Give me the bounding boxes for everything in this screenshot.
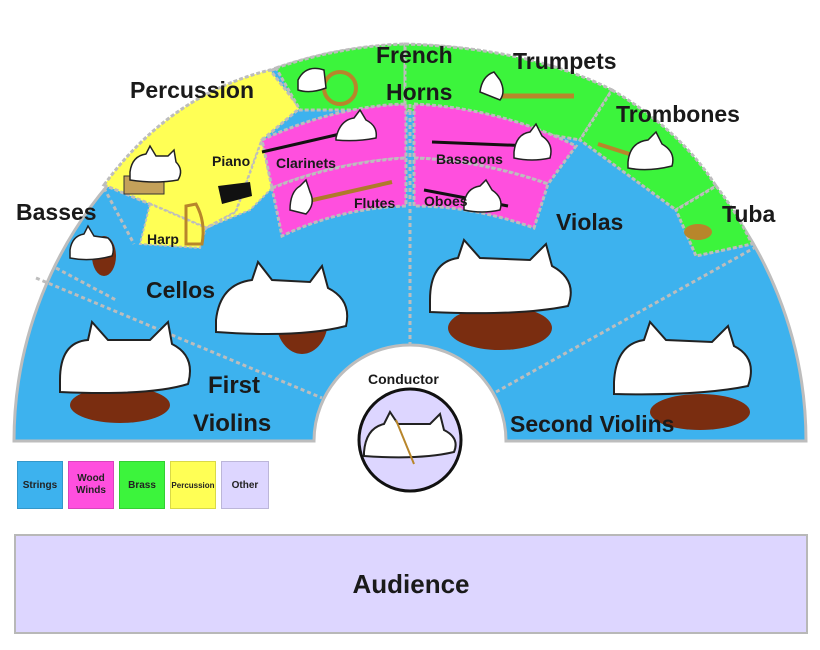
label-percussion: Percussion — [130, 77, 254, 103]
label-trumpets: Trumpets — [513, 48, 617, 74]
label-clarinets: Clarinets — [276, 155, 336, 171]
label-tuba: Tuba — [722, 201, 775, 227]
label-oboes: Oboes — [424, 193, 468, 209]
violas-cat-figure — [429, 238, 572, 350]
conductor-cat-figure — [363, 410, 457, 465]
bassoons-figure — [431, 122, 552, 161]
french-horns-figure — [297, 67, 358, 106]
label-cellos: Cellos — [146, 277, 215, 303]
legend-strings-label: Strings — [22, 479, 58, 491]
label-flutes: Flutes — [354, 195, 395, 211]
label-first-violins-line2: Violins — [193, 410, 271, 437]
oboes-figure — [423, 178, 509, 213]
audience-label: Audience — [352, 568, 470, 599]
second-violins-cat-figure — [613, 320, 752, 430]
label-basses: Basses — [16, 199, 97, 225]
divider-second-violins — [495, 246, 755, 394]
legend-woodwinds: Wood Winds — [68, 461, 114, 509]
label-trombones: Trombones — [616, 101, 740, 127]
harp-figure — [184, 202, 205, 246]
label-second-violins: Second Violins — [510, 411, 674, 437]
basses-cat-figure — [69, 224, 116, 276]
label-harp: Harp — [147, 231, 179, 247]
legend-woodwinds-label-line2: Winds — [76, 485, 106, 496]
legend-other: Other — [221, 461, 269, 509]
legend-woodwinds-label-line1: Wood — [77, 473, 105, 484]
flutes-area — [270, 156, 408, 239]
trombones-figure — [597, 130, 674, 171]
french-horns-area — [273, 42, 407, 112]
divider-basses — [55, 266, 117, 302]
label-bassoons: Bassoons — [436, 151, 503, 167]
cellos-cat-figure — [215, 259, 349, 354]
piano-figure — [218, 182, 252, 204]
label-first-violins-line1: First — [208, 372, 260, 399]
legend-percussion-label: Percussion — [171, 480, 215, 490]
trumpets-figure — [479, 71, 574, 101]
label-french-horns-line2: Horns — [386, 79, 452, 105]
label-piano: Piano — [212, 153, 250, 169]
flutes-figure — [289, 178, 393, 215]
legend-percussion: Percussion — [170, 461, 216, 509]
label-conductor: Conductor — [368, 371, 439, 387]
clarinets-figure — [261, 108, 378, 154]
audience-area: Audience — [14, 534, 808, 634]
legend-brass-label: Brass — [128, 479, 156, 491]
label-french-horns-line1: French — [376, 42, 453, 68]
legend-brass: Brass — [119, 461, 165, 509]
divider-first-violins — [35, 276, 323, 400]
percussion-cat-figure — [123, 144, 182, 195]
legend-other-label: Other — [231, 479, 259, 491]
label-violas: Violas — [556, 209, 623, 235]
first-violins-cat-figure — [59, 319, 191, 423]
divider-basses-cellos — [102, 187, 136, 245]
legend-strings: Strings — [17, 461, 63, 509]
tuba-figure — [684, 224, 712, 240]
